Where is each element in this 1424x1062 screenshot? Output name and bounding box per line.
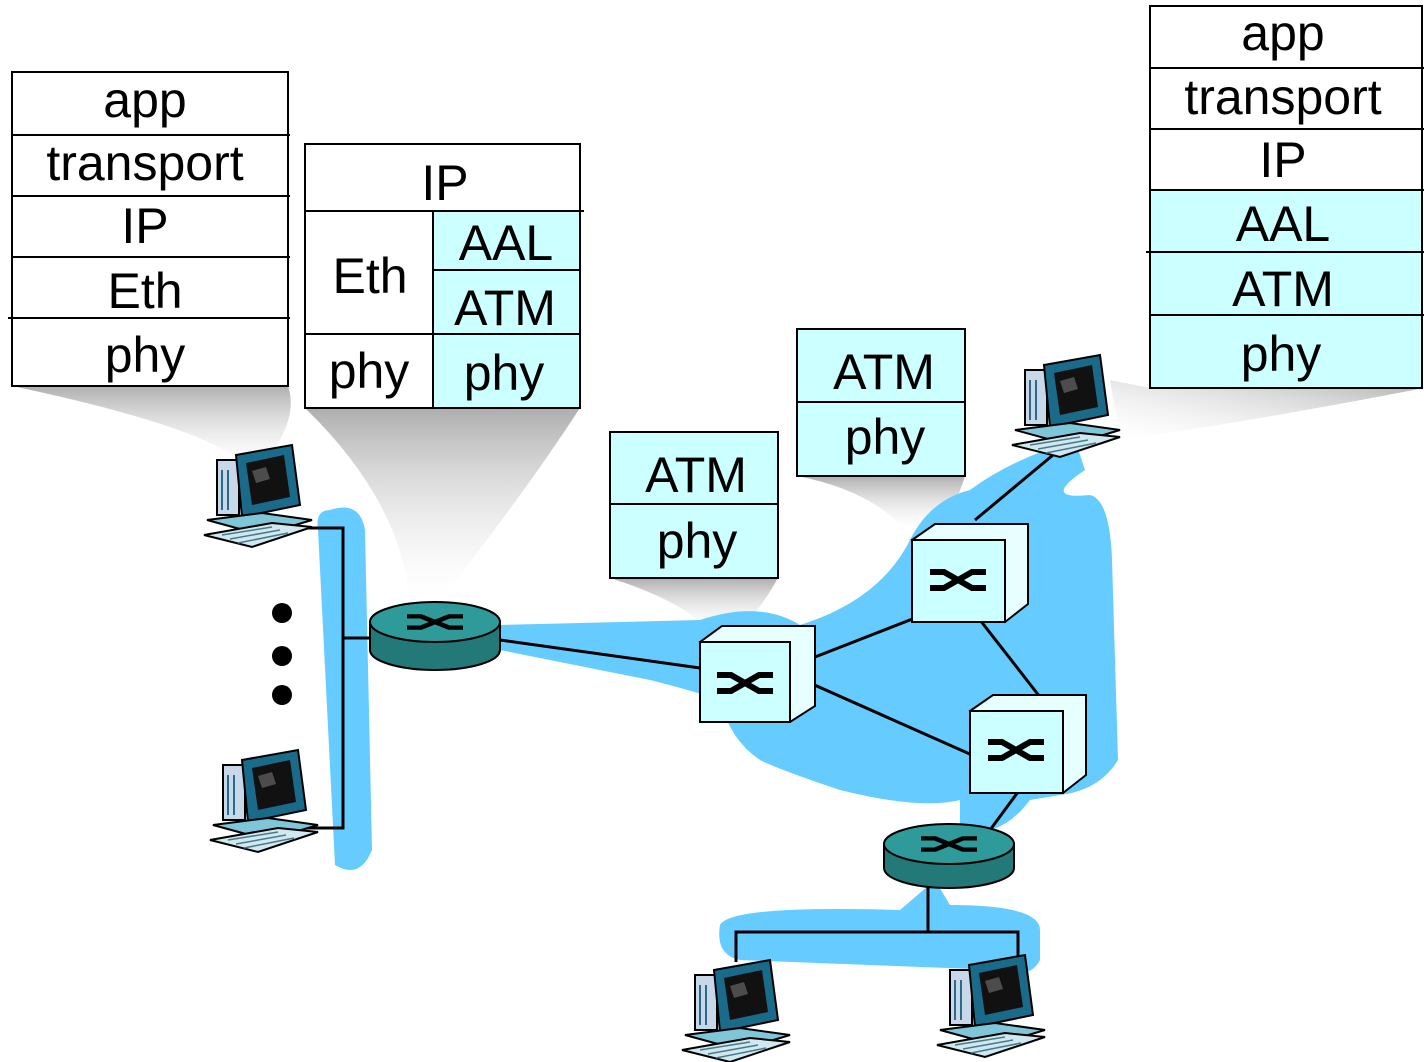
layer-label: app (103, 72, 186, 128)
layer-label: AAL (459, 215, 554, 271)
layer-label: phy (464, 345, 545, 401)
router-icon[interactable] (369, 601, 501, 671)
layer-label: IP (121, 198, 168, 254)
atm-switch-icon[interactable] (698, 625, 816, 724)
layer-label: IP (1259, 132, 1306, 188)
links (296, 443, 1066, 962)
protocol-stack-switch: ATM phy (609, 431, 779, 579)
layer-label: phy (329, 343, 410, 399)
layer-label: phy (105, 327, 186, 383)
left-lan-cloud (317, 507, 372, 870)
layer-label: Eth (332, 248, 407, 304)
bottom-lan-cloud (719, 880, 1040, 974)
layer-label: ATM (1232, 261, 1334, 317)
host-computer-icon[interactable] (203, 444, 313, 548)
host-computer-icon[interactable] (1011, 354, 1121, 458)
layer-label: AAL (1236, 196, 1331, 252)
layer-label: ATM (645, 447, 747, 503)
protocol-stack-left-host: app transport IP Eth phy (8, 71, 290, 387)
layer-label: ATM (454, 280, 556, 336)
layer-label: phy (845, 409, 926, 465)
ellipsis-dots (272, 603, 292, 705)
layer-label: Eth (107, 263, 182, 319)
layer-label: phy (657, 513, 738, 569)
protocol-stack-router: IP Eth phy AAL ATM phy (304, 143, 584, 409)
router-icon[interactable] (883, 823, 1015, 889)
atm-switch-icon[interactable] (968, 694, 1087, 795)
protocol-stack-right-host: app transport IP AAL ATM phy (1146, 5, 1424, 389)
layer-label: transport (46, 135, 243, 191)
callout-shadows (12, 380, 1424, 630)
layer-label: IP (421, 155, 468, 211)
protocol-stack-switch: ATM phy (796, 328, 966, 477)
layer-label: transport (1184, 69, 1381, 125)
host-computer-icon[interactable] (681, 959, 791, 1062)
atm-switch-icon[interactable] (910, 523, 1029, 624)
host-computer-icon[interactable] (209, 749, 319, 853)
layer-label: ATM (833, 344, 935, 400)
layer-label: phy (1241, 326, 1322, 382)
layer-label: app (1241, 5, 1324, 61)
